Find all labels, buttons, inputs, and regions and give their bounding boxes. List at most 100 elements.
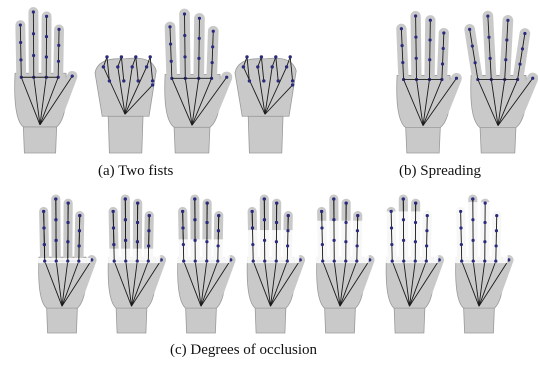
joint (57, 44, 60, 47)
joint (124, 197, 127, 200)
fist-a4 (235, 55, 296, 153)
joint (193, 218, 196, 221)
joint (321, 260, 324, 263)
joint (494, 260, 497, 263)
joint (193, 239, 196, 242)
joint (472, 260, 475, 263)
joint (402, 260, 405, 263)
joint (263, 239, 266, 242)
joint (460, 243, 463, 246)
joint (170, 60, 173, 63)
joint (495, 244, 498, 247)
joint (483, 240, 486, 243)
joint (442, 47, 445, 50)
joint (390, 210, 393, 213)
joint (112, 226, 115, 229)
joint (124, 218, 127, 221)
joint (400, 27, 403, 30)
joint (390, 243, 393, 246)
joint (102, 65, 105, 68)
occluder (242, 230, 300, 263)
joint (206, 202, 209, 205)
occluder (33, 258, 91, 263)
joint (531, 77, 534, 80)
joint (248, 79, 251, 82)
joint (225, 76, 228, 79)
joint (523, 32, 526, 35)
hand-occlusion-1 (33, 197, 93, 333)
joint (356, 244, 359, 247)
joint (518, 63, 521, 66)
joint (78, 214, 81, 217)
joint (471, 239, 474, 242)
joint (251, 210, 254, 213)
hand-a3 (165, 12, 229, 153)
joint (256, 65, 259, 68)
joint (459, 226, 462, 229)
joint (120, 55, 123, 58)
joint (105, 55, 108, 58)
forearm (108, 116, 143, 153)
joint (286, 229, 289, 232)
joint (183, 34, 186, 37)
caption-degrees-of-occlusion: (c) Degrees of occlusion (170, 342, 317, 359)
joint (124, 260, 127, 263)
joint (19, 23, 22, 26)
joint (286, 260, 289, 263)
joint (198, 37, 201, 40)
joint (415, 57, 418, 60)
joint (425, 244, 428, 247)
joint (484, 202, 487, 205)
joint (78, 229, 81, 232)
joint (263, 260, 266, 263)
joint (131, 65, 134, 68)
joint (136, 221, 139, 224)
joint (414, 221, 417, 224)
joint (489, 57, 492, 60)
joint (414, 202, 417, 205)
joint (197, 57, 200, 60)
joint (414, 260, 417, 263)
joint (251, 226, 254, 229)
joint (54, 239, 57, 242)
joint (471, 44, 474, 47)
joint (320, 210, 323, 213)
joint (168, 25, 171, 28)
joint (459, 210, 462, 213)
joint (151, 83, 154, 86)
hand-a1 (15, 10, 74, 153)
joint (320, 226, 323, 229)
joint (217, 229, 220, 232)
joint (147, 260, 150, 263)
joint (285, 65, 288, 68)
joint (182, 243, 185, 246)
joint (194, 260, 197, 263)
caption-two-fists: (a) Two fists (98, 163, 173, 180)
fist-a2 (95, 55, 156, 153)
joint (122, 79, 125, 82)
joint (471, 197, 474, 200)
joint (45, 35, 48, 38)
hand-occlusion-4 (242, 197, 302, 333)
occluder (450, 202, 508, 263)
hand-occlusion-7 (450, 197, 510, 333)
occluder (311, 221, 369, 263)
joint (291, 83, 294, 86)
joint (271, 65, 274, 68)
joint (355, 260, 358, 263)
joint (32, 54, 35, 57)
forearm (186, 308, 217, 333)
joint (19, 41, 22, 44)
joint (181, 210, 184, 213)
joint (252, 260, 255, 263)
occluder (103, 249, 161, 263)
joint (212, 30, 215, 33)
joint (442, 31, 445, 34)
joint (260, 55, 263, 58)
joint (356, 229, 359, 232)
forearm (406, 128, 441, 153)
joint (460, 260, 463, 263)
joint (487, 36, 490, 39)
